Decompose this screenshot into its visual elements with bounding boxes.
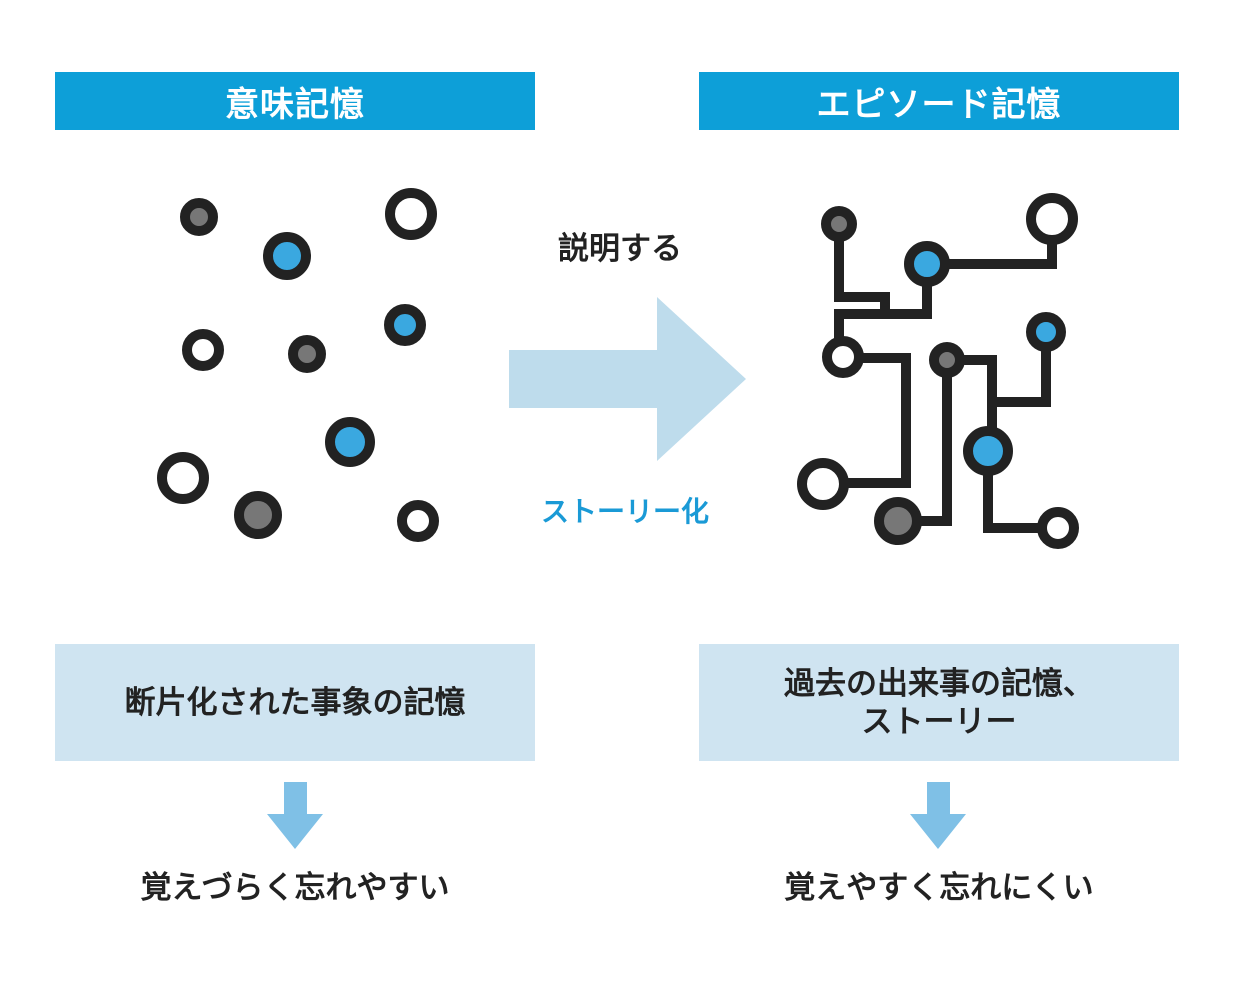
scattered-node — [234, 491, 282, 539]
network-node — [1026, 312, 1066, 352]
semantic-description-box: 断片化された事象の記憶 — [55, 644, 535, 761]
episodic-description-line2: ストーリー — [861, 703, 1017, 740]
network-node — [797, 458, 849, 510]
network-node — [874, 497, 922, 545]
network-node — [904, 241, 950, 287]
scattered-node — [397, 500, 439, 542]
storification-label: ストーリー化 — [540, 495, 709, 528]
episodic-description-line1: 過去の出来事の記憶、 — [784, 665, 1094, 702]
circuit-network-icon — [797, 193, 1079, 549]
scattered-node — [385, 188, 437, 240]
scattered-node — [180, 198, 218, 236]
scattered-node — [182, 329, 224, 371]
scattered-node — [325, 417, 375, 467]
arrow-right-icon — [509, 297, 746, 461]
scattered-node — [288, 335, 326, 373]
episodic-result: 覚えやすく忘れにくい — [784, 870, 1094, 906]
network-node — [1037, 507, 1079, 549]
network-node — [929, 342, 965, 378]
arrow-down-icon — [267, 782, 323, 849]
episodic-description-box: 過去の出来事の記憶、 ストーリー — [699, 644, 1179, 761]
scattered-dots-icon — [157, 188, 439, 542]
network-node — [822, 336, 864, 378]
episodic-memory-header: エピソード記憶 — [699, 72, 1179, 130]
scattered-node — [157, 452, 209, 504]
network-node — [963, 426, 1013, 476]
semantic-description: 断片化された事象の記憶 — [124, 684, 466, 721]
network-node — [1026, 193, 1078, 245]
network-node — [821, 206, 857, 242]
explain-label: 説明する — [558, 231, 682, 267]
arrow-down-icon — [910, 782, 966, 849]
semantic-result: 覚えづらく忘れやすい — [140, 870, 450, 906]
scattered-node — [384, 304, 426, 346]
semantic-memory-header: 意味記憶 — [55, 72, 535, 130]
scattered-node — [263, 232, 311, 280]
